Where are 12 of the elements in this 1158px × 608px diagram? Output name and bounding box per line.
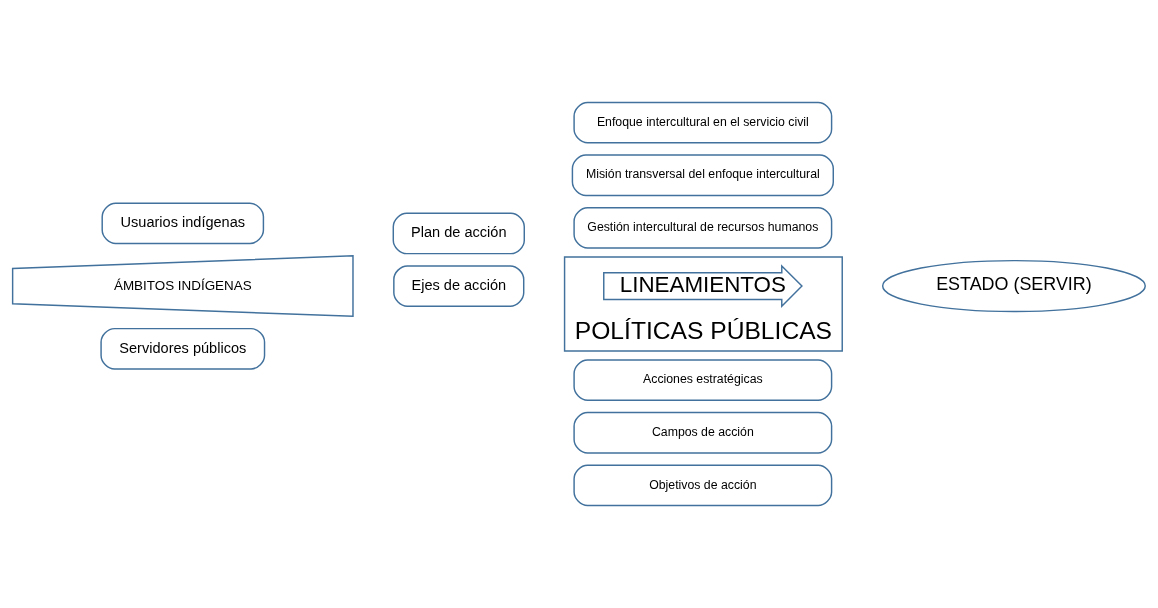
node-box: Acciones estratégicas xyxy=(573,359,833,401)
node-box: Campos de acción xyxy=(573,411,833,454)
node-ellipse: ESTADO (SERVIR) xyxy=(881,259,1146,313)
node-box: Usuarios indígenas xyxy=(101,202,265,245)
node-box: Plan de acción xyxy=(392,212,525,255)
node-box: ÁMBITOS INDÍGENAS xyxy=(11,255,354,318)
node-box: Misión transversal del enfoque intercultural xyxy=(571,154,834,197)
node-box: Objetivos de acción xyxy=(573,464,833,507)
node-box: Ejes de acción xyxy=(393,265,525,307)
node-box: Servidores públicos xyxy=(100,327,266,370)
node-box: Enfoque intercultural en el servicio civil xyxy=(573,101,833,144)
node-box: Gestión intercultural de recursos humanos xyxy=(573,207,833,249)
